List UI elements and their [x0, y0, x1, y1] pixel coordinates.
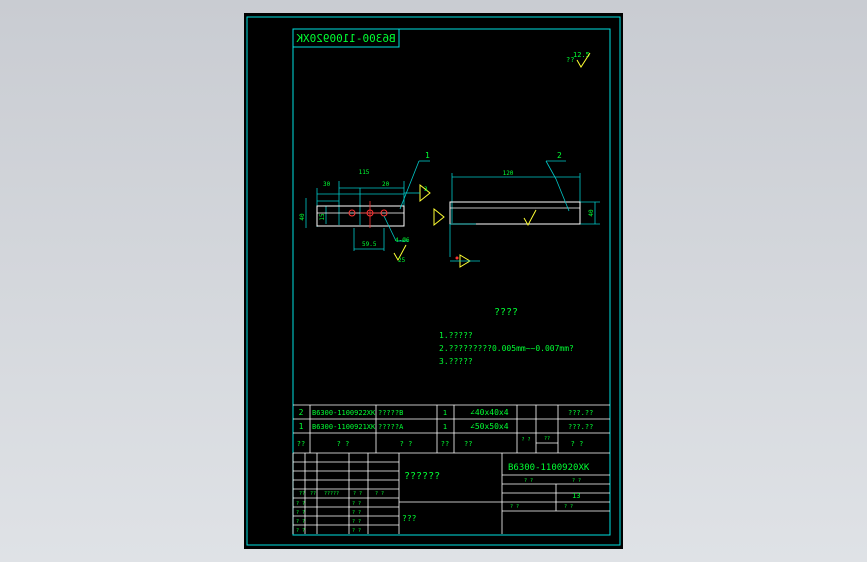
rev-label-1: ??: [299, 491, 305, 497]
part1-roughness: 25: [398, 257, 406, 264]
dim-length: 120: [503, 170, 514, 177]
part1-view: [305, 160, 431, 262]
note-1: 1.?????: [439, 331, 473, 340]
title-block: [292, 453, 610, 534]
dim-inner: 15: [319, 213, 326, 221]
sheet-of-left: ? ?: [510, 504, 519, 510]
bom-h-total: ??: [544, 436, 550, 442]
bom-r1-code: B6300-1100922XK: [312, 409, 376, 417]
side-arrow-icon: [433, 207, 445, 227]
mirrored-drawing-number: B6300-1100920XK: [296, 32, 396, 45]
bom-h-qty: ??: [441, 440, 449, 448]
part1-roughness-icon: [393, 244, 407, 262]
title-drawing-number: B6300-1100920XK: [508, 463, 590, 473]
roughness-prefix: ??: [566, 56, 574, 64]
bom-r1-name: ?????B: [378, 409, 403, 417]
drawing-sheet[interactable]: B6300-1100920XK ?? 12.5: [244, 13, 623, 549]
note-3: 3.?????: [439, 357, 473, 366]
dim-mid: 20: [382, 181, 390, 188]
bom-r2-name: ?????A: [378, 423, 404, 431]
bom-h-code: ? ?: [337, 440, 350, 448]
section-label: 3: [424, 186, 428, 193]
mirrored-number-box: [292, 28, 400, 48]
sign-right-4: ? ?: [352, 528, 361, 534]
company: ???: [402, 514, 417, 523]
bom-h-unit: ? ?: [521, 437, 530, 443]
rev-label-2: ??: [310, 491, 316, 497]
weight-label: ? ?: [524, 478, 533, 484]
dim-height-part2: 40: [588, 209, 595, 217]
bom-r2-item: 1: [299, 422, 304, 431]
sheet-count: 13: [572, 492, 580, 500]
bom-r1-qty: 1: [443, 409, 447, 417]
bom-r2-code: B6300-1100921XK: [312, 423, 376, 431]
bom-table: [293, 404, 610, 454]
dim-hole: 4-Ø6: [395, 237, 410, 244]
bom-r1-item: 2: [299, 408, 304, 417]
sign-right-3: ? ?: [352, 519, 361, 525]
part2-view: [433, 160, 600, 268]
dim-height-part1: 40: [299, 213, 306, 221]
sign-row-4: ? ?: [296, 528, 305, 534]
part2-roughness-icon: [523, 209, 537, 227]
outer-frame: [246, 16, 621, 546]
drawing-canvas: B6300-1100920XK ?? 12.5: [246, 16, 621, 546]
sign-row-2: ? ?: [296, 510, 305, 516]
sign-row-3: ? ?: [296, 519, 305, 525]
sheet-of-right: ? ?: [564, 504, 573, 510]
sign-row-1: ? ?: [296, 501, 305, 507]
bom-h-name: ? ?: [400, 440, 413, 448]
bom-r2-qty: 1: [443, 423, 447, 431]
bom-r1-note: ???.??: [568, 409, 593, 417]
bom-h-material: ??: [464, 440, 472, 448]
roughness-value: 12.5: [573, 51, 590, 59]
notes-title: ????: [494, 307, 518, 318]
dim-left: 30: [323, 181, 331, 188]
dim-overall: 115: [359, 169, 370, 176]
bom-r1-material: ∠40x40x4: [470, 408, 509, 417]
bom-h-item: ??: [297, 440, 305, 448]
sign-right-1: ? ?: [352, 501, 361, 507]
rev-label-4: ? ?: [353, 491, 362, 497]
note-2: 2.?????????0.005mm~~0.007mm?: [439, 344, 574, 353]
bom-h-note: ? ?: [571, 440, 584, 448]
sign-right-2: ? ?: [352, 510, 361, 516]
bom-r2-material: ∠50x50x4: [470, 422, 509, 431]
scale-label: ? ?: [572, 478, 581, 484]
dim-bottom: 59.5: [362, 241, 377, 248]
balloon-1: 1: [425, 151, 430, 160]
inner-frame: [292, 28, 611, 536]
rev-label-3: ?????: [324, 491, 339, 497]
part-name: ??????: [404, 471, 440, 482]
rev-label-5: ? ?: [375, 491, 384, 497]
balloon-2: 2: [557, 151, 562, 160]
bom-r2-note: ???.??: [568, 423, 593, 431]
roughness-symbol-icon: [576, 52, 591, 68]
